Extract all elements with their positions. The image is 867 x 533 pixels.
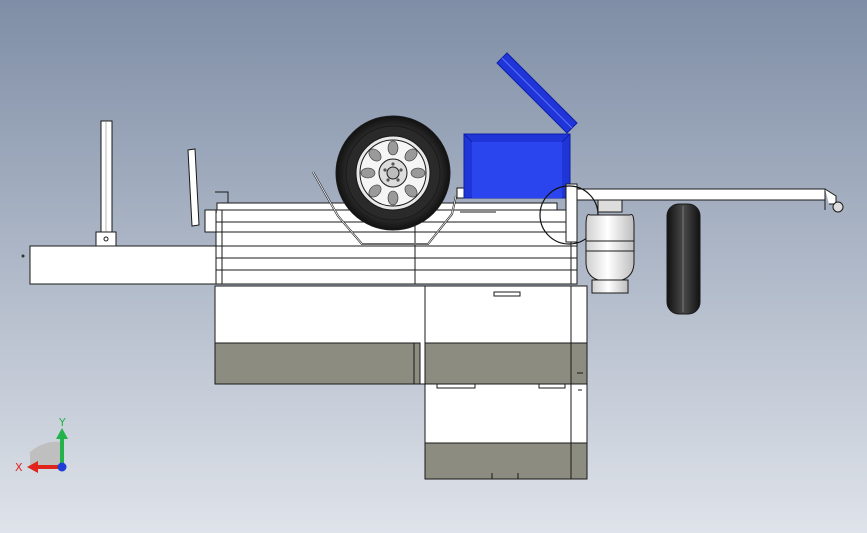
rear-bumper bbox=[29, 245, 217, 285]
hitch-coupler bbox=[832, 201, 844, 213]
drop-drawer-skirt bbox=[424, 442, 588, 480]
rear-flag-pole bbox=[187, 148, 200, 227]
rim-spokes bbox=[360, 140, 426, 206]
front-post bbox=[565, 183, 578, 243]
cooler-box bbox=[456, 133, 578, 199]
gas-bottle bbox=[585, 199, 635, 294]
drawbar-spare-wheel bbox=[666, 203, 701, 315]
triad-x-label: X bbox=[15, 461, 23, 474]
rear-light-post bbox=[100, 120, 113, 234]
drawbar bbox=[576, 188, 826, 201]
rear-bumper-pin bbox=[21, 254, 25, 258]
lower-panel-right-skirt bbox=[424, 342, 588, 385]
coordinate-triad-icon[interactable]: X Y bbox=[15, 416, 68, 474]
right-panel-handle bbox=[493, 291, 521, 297]
triad-y-label: Y bbox=[58, 416, 66, 429]
cooler-lid bbox=[496, 52, 578, 134]
roof-spare-tire bbox=[335, 115, 451, 231]
lower-panel-left-skirt bbox=[214, 342, 421, 385]
